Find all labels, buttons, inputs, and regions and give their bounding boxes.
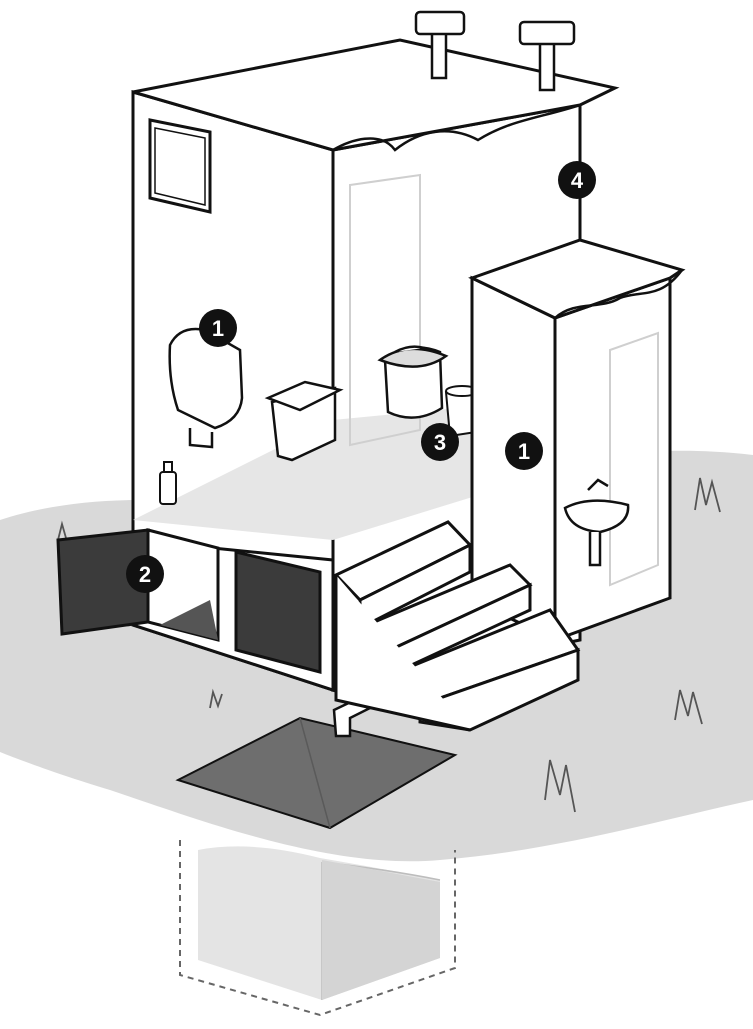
marker-vent-pipe: 4: [558, 161, 596, 199]
marker-vault-door: 2: [126, 555, 164, 593]
marker-bucket: 3: [421, 423, 459, 461]
marker-squat-pan-label: 1: [518, 439, 530, 464]
marker-vault-door-label: 2: [139, 562, 151, 587]
marker-urinal: 1: [199, 309, 237, 347]
marker-bucket-label: 3: [434, 430, 446, 455]
marker-squat-pan: 1: [505, 432, 543, 470]
vault-door-closed: [236, 552, 320, 672]
bucket-toilet: [380, 347, 446, 418]
marker-urinal-label: 1: [212, 316, 224, 341]
compost-pit: [180, 840, 455, 1015]
window: [150, 120, 210, 212]
marker-vent-pipe-label: 4: [571, 168, 584, 193]
